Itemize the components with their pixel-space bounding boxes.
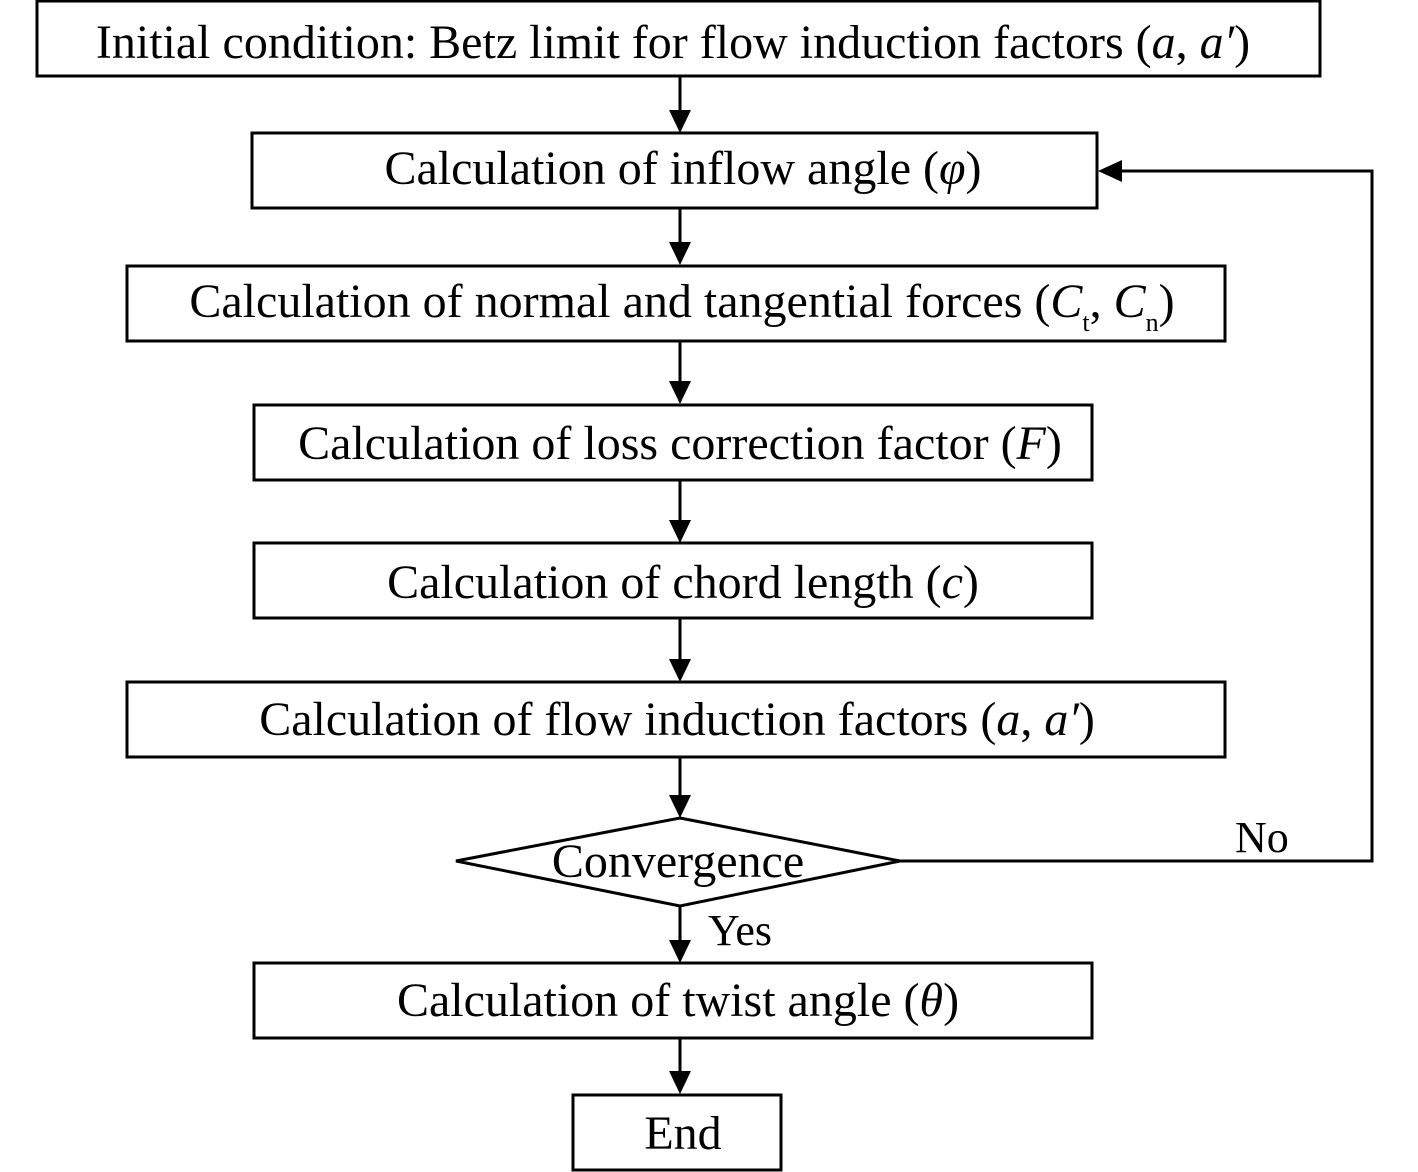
label-var-a-prime: a (1200, 16, 1224, 69)
label-close-paren: ) (1079, 693, 1095, 746)
label-comma: , (1020, 693, 1044, 746)
connectors (669, 77, 1374, 1094)
label-prime: ′ (1224, 16, 1236, 69)
label-prime: ′ (1068, 693, 1080, 746)
arrowhead-loss-to-chord (669, 520, 691, 543)
label-twist-angle: Calculation of twist angle (θ) (397, 974, 959, 1027)
arrowhead-convergence-to-twist (669, 940, 691, 963)
label-initial-condition-text: Initial condition: Betz limit for flow i… (96, 16, 1152, 69)
arrowhead-twist-to-end (669, 1071, 691, 1094)
feedback-loop-line (900, 169, 1374, 863)
label-var-c: c (942, 556, 963, 609)
label-close-paren: ) (1234, 16, 1250, 69)
label-comma: , (1090, 275, 1114, 328)
label-convergence: Convergence (552, 835, 804, 888)
label-var-ct: C (1050, 275, 1083, 328)
label-var-f: F (1016, 417, 1047, 470)
arrowhead-feedback-loop (1098, 160, 1122, 182)
label-close-paren: ) (1159, 275, 1175, 328)
arrowhead-inflow-to-forces (669, 242, 691, 265)
label-var-a: a (996, 693, 1020, 746)
step-initial-condition (35, 0, 1322, 78)
label-var-a: a (1152, 16, 1176, 69)
step-end (571, 1093, 783, 1172)
label-var-theta: θ (919, 974, 943, 1027)
label-chord-length: Calculation of chord length (c) (387, 556, 979, 609)
label-forces-text: Calculation of normal and tangential for… (189, 275, 1050, 328)
label-var-phi: φ (939, 142, 966, 195)
label-inflow-angle: Calculation of inflow angle (φ) (384, 142, 981, 195)
label-close-paren: ) (1046, 417, 1062, 470)
step-flow-induction (125, 680, 1227, 759)
step-chord-length (252, 541, 1094, 620)
decision-convergence (455, 816, 901, 908)
step-inflow-angle (250, 131, 1099, 210)
label-forces: Calculation of normal and tangential for… (189, 275, 1174, 337)
label-loss-correction: Calculation of loss correction factor (F… (298, 417, 1062, 470)
label-close-paren: ) (943, 974, 959, 1027)
label-var-cn: C (1114, 275, 1147, 328)
label-twist-text: Calculation of twist angle ( (397, 974, 920, 1027)
label-close-paren: ) (963, 556, 979, 609)
arrowhead-init-to-inflow (669, 110, 691, 133)
arrowhead-induction-to-convergence (669, 795, 691, 818)
edge-label-no: No (1235, 813, 1289, 862)
label-inflow-text: Calculation of inflow angle ( (384, 142, 939, 195)
label-end: End (644, 1107, 721, 1160)
label-initial-condition: Initial condition: Betz limit for flow i… (96, 16, 1250, 69)
label-sub-t: t (1082, 308, 1090, 337)
label-close-paren: ) (966, 142, 982, 195)
edge-label-yes: Yes (708, 906, 772, 955)
label-loss-text: Calculation of loss correction factor ( (298, 417, 1016, 470)
label-comma: , (1176, 16, 1200, 69)
label-induction-text: Calculation of flow induction factors ( (259, 693, 996, 746)
label-flow-induction: Calculation of flow induction factors (a… (259, 693, 1095, 746)
step-twist-angle (252, 961, 1094, 1040)
label-var-a-prime: a (1044, 693, 1068, 746)
step-forces (125, 264, 1227, 343)
arrowhead-forces-to-loss (669, 381, 691, 404)
label-sub-n: n (1146, 308, 1159, 337)
step-loss-correction (252, 403, 1094, 482)
label-chord-text: Calculation of chord length ( (387, 556, 942, 609)
arrowhead-chord-to-induction (669, 659, 691, 682)
